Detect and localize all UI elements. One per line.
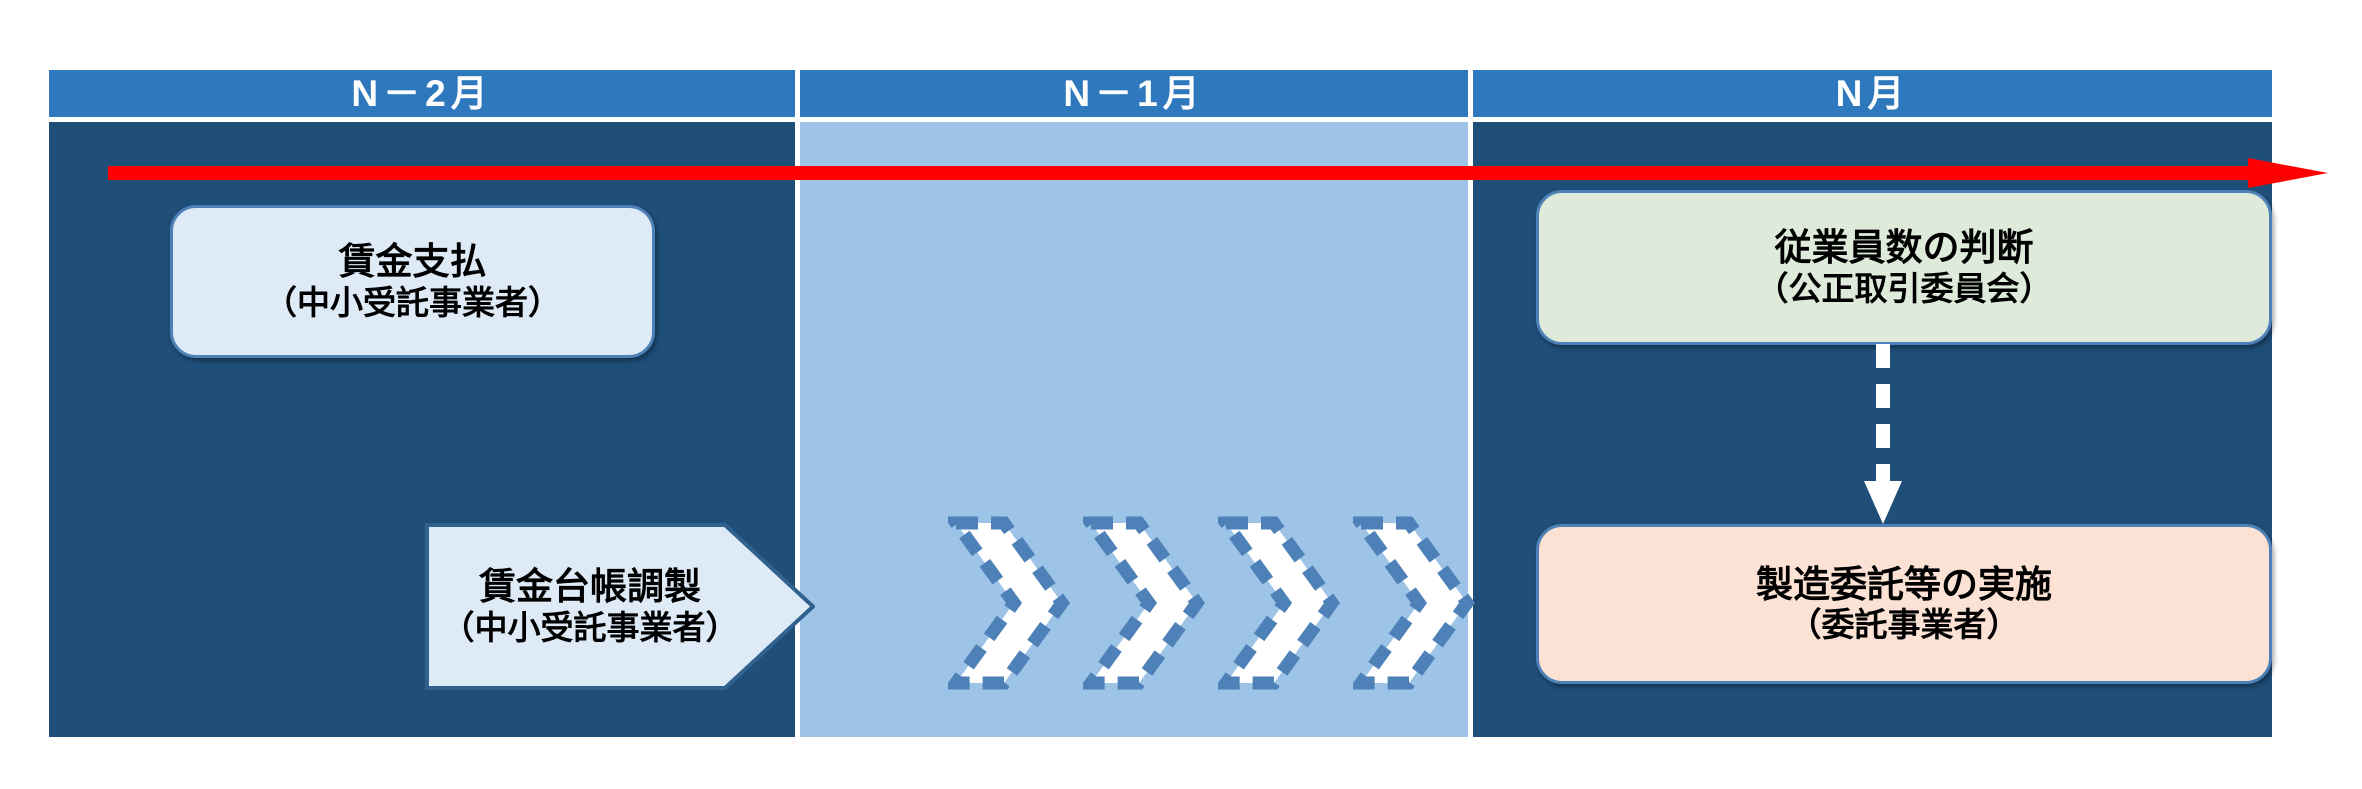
box-wage-ledger[interactable]: 賃金台帳調製 （中小受託事業者）: [425, 523, 815, 690]
chevron-right-icon: [1218, 516, 1340, 690]
month-header-n-minus-2: N－2月: [49, 70, 795, 117]
month-header-label: N－2月: [351, 73, 493, 114]
chevron-right-icon: [1083, 516, 1205, 690]
box-manufacturing-subtitle: （委託事業者）: [1788, 606, 2020, 644]
box-employee-count-title: 従業員数の判断: [1774, 227, 2034, 269]
box-wage-ledger-title: 賃金台帳調製: [479, 566, 701, 608]
pentagon-arrow-shape-icon: [425, 523, 815, 690]
chevron-right-icon: [948, 516, 1070, 690]
dashed-down-arrow-icon: [1864, 344, 1902, 524]
month-header-n: N月: [1473, 70, 2272, 117]
box-employee-count[interactable]: 従業員数の判断 （公正取引委員会）: [1536, 190, 2272, 345]
box-wage-ledger-subtitle: （中小受託事業者）: [441, 608, 739, 646]
box-manufacturing[interactable]: 製造委託等の実施 （委託事業者）: [1536, 524, 2272, 684]
box-manufacturing-title: 製造委託等の実施: [1756, 563, 2052, 605]
box-wage-payment-title: 賃金支払: [338, 241, 487, 283]
chevron-right-icon: [1353, 516, 1475, 690]
box-wage-payment[interactable]: 賃金支払 （中小受託事業者）: [170, 205, 655, 358]
month-header-label: N－1月: [1063, 73, 1205, 114]
month-header-label: N月: [1835, 73, 1910, 114]
box-employee-count-subtitle: （公正取引委員会）: [1755, 269, 2053, 307]
month-header-n-minus-1: N－1月: [800, 70, 1468, 117]
box-wage-ledger-text: 賃金台帳調製 （中小受託事業者）: [425, 523, 755, 690]
box-wage-payment-subtitle: （中小受託事業者）: [264, 283, 561, 321]
